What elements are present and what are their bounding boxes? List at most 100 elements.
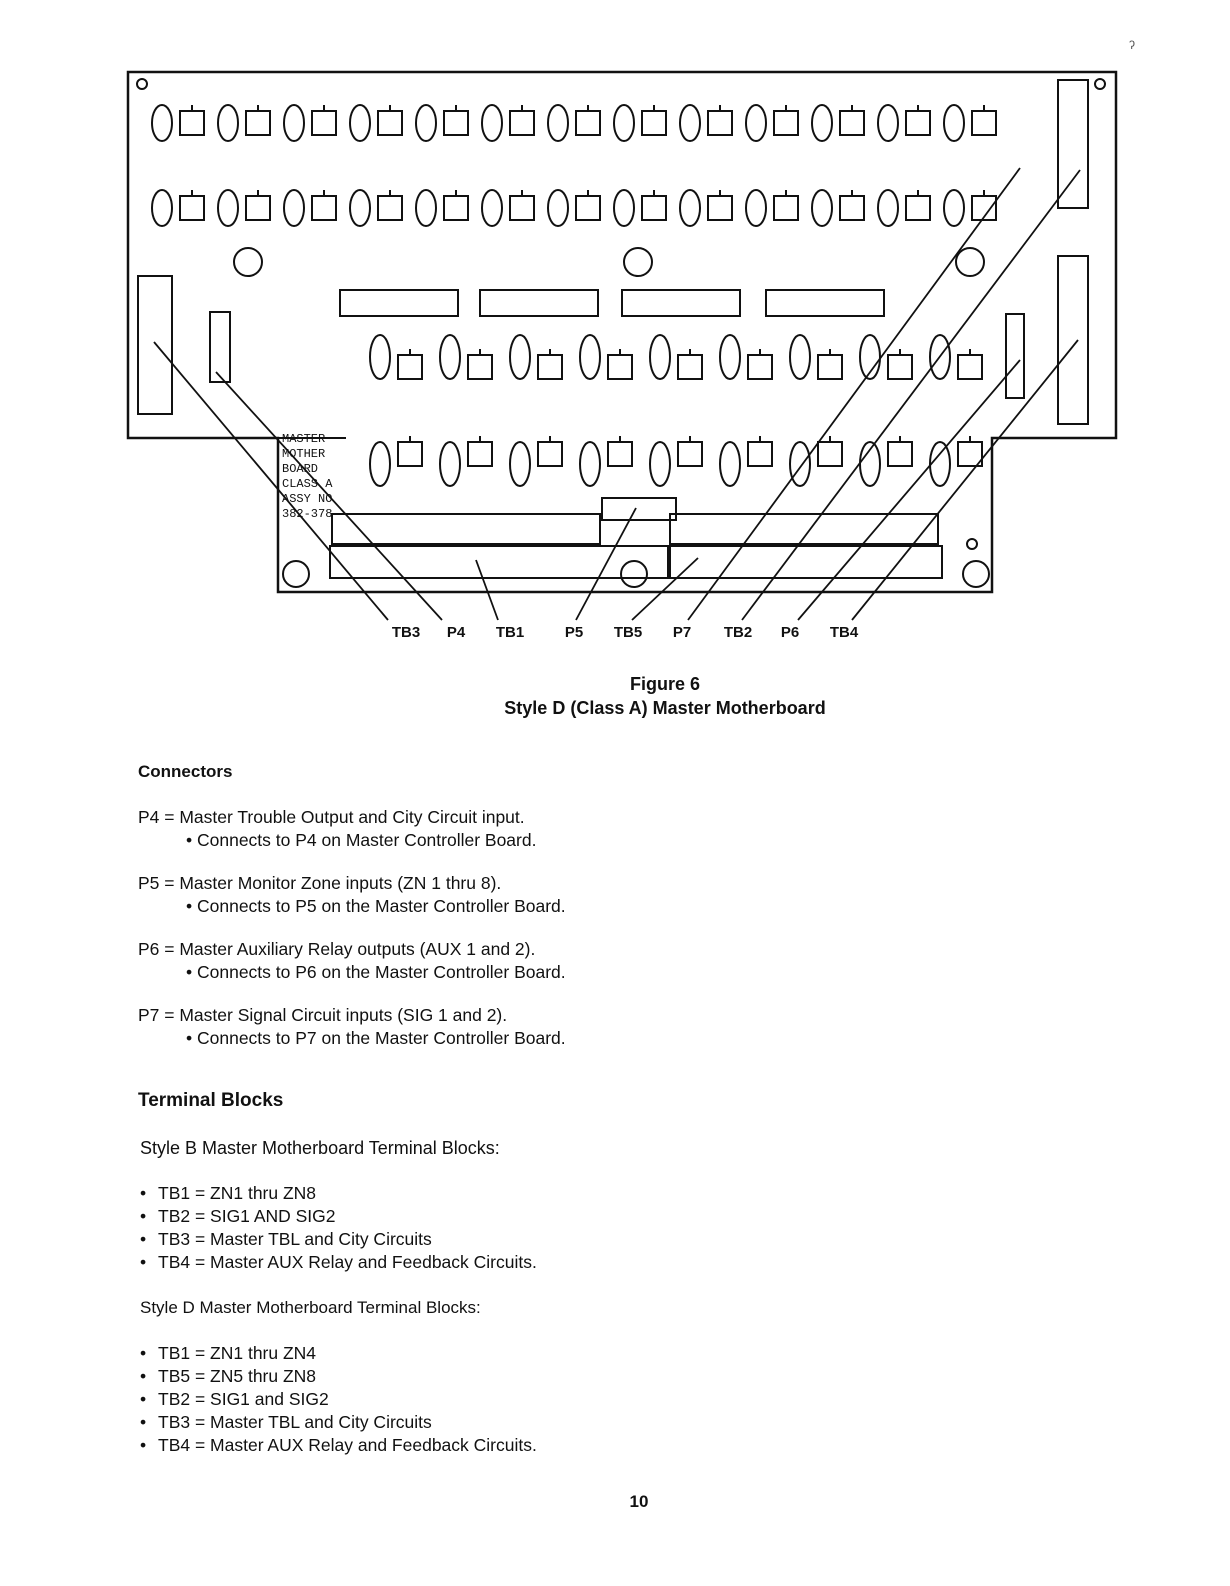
component-oval <box>349 104 371 142</box>
component-square <box>773 195 799 221</box>
terminal-blocks-heading: Terminal Blocks <box>138 1090 284 1111</box>
component-oval <box>283 104 305 142</box>
component-oval <box>151 104 173 142</box>
component-oval <box>649 441 671 487</box>
component-oval <box>719 334 741 380</box>
component-oval <box>349 189 371 227</box>
component-square <box>245 110 271 136</box>
component-oval <box>679 104 701 142</box>
component-oval <box>943 189 965 227</box>
list-item: TB4 = Master AUX Relay and Feedback Circ… <box>140 1434 537 1457</box>
list-item: TB5 = ZN5 thru ZN8 <box>140 1365 537 1388</box>
component-square <box>839 195 865 221</box>
component-oval <box>151 189 173 227</box>
board-label-line: BOARD <box>282 462 318 476</box>
component-oval <box>929 334 951 380</box>
component-oval <box>217 189 239 227</box>
component-oval <box>547 104 569 142</box>
callout-tb4: TB4 <box>829 624 859 641</box>
board-label-line: MASTER <box>282 432 325 446</box>
connector-item: P7 = Master Signal Circuit inputs (SIG 1… <box>138 1004 566 1050</box>
board-label-line: ASSY NO <box>282 492 332 506</box>
component-square <box>575 110 601 136</box>
component-oval <box>859 334 881 380</box>
component-oval <box>481 104 503 142</box>
component-square <box>747 441 773 467</box>
component-square <box>971 110 997 136</box>
style-d-intro: Style D Master Motherboard Terminal Bloc… <box>140 1298 481 1317</box>
connector-item: P5 = Master Monitor Zone inputs (ZN 1 th… <box>138 872 566 918</box>
component-oval <box>877 189 899 227</box>
component-row-middle <box>369 334 983 380</box>
connector-line: P5 = Master Monitor Zone inputs (ZN 1 th… <box>138 873 502 893</box>
component-oval <box>943 104 965 142</box>
connector-line: P4 = Master Trouble Output and City Circ… <box>138 807 525 827</box>
connector-sub: • Connects to P6 on the Master Controlle… <box>186 962 566 982</box>
component-square <box>397 354 423 380</box>
connector-line: P6 = Master Auxiliary Relay outputs (AUX… <box>138 939 536 959</box>
figure-number: Figure 6 <box>629 674 700 694</box>
component-oval <box>789 441 811 487</box>
component-square <box>641 195 667 221</box>
list-item: TB2 = SIG1 AND SIG2 <box>140 1205 537 1228</box>
component-oval <box>369 441 391 487</box>
component-square <box>607 441 633 467</box>
component-row-top <box>151 104 997 142</box>
callout-tb1: TB1 <box>495 624 525 641</box>
callout-p7: P7 <box>672 624 692 641</box>
component-square <box>377 110 403 136</box>
component-square <box>575 195 601 221</box>
component-square <box>509 110 535 136</box>
component-square <box>443 110 469 136</box>
component-square <box>641 110 667 136</box>
component-oval <box>649 334 671 380</box>
component-square <box>707 195 733 221</box>
component-square <box>773 110 799 136</box>
component-oval <box>509 334 531 380</box>
board-label-line: 382-378 <box>282 507 332 521</box>
component-oval <box>369 334 391 380</box>
page-number: 10 <box>629 1492 649 1511</box>
callout-p4: P4 <box>446 624 466 641</box>
component-oval <box>789 334 811 380</box>
list-item: TB3 = Master TBL and City Circuits <box>140 1228 537 1251</box>
list-item: TB1 = ZN1 thru ZN8 <box>140 1182 537 1205</box>
component-square <box>537 354 563 380</box>
callout-tb3: TB3 <box>391 624 421 641</box>
component-square <box>311 110 337 136</box>
component-square <box>817 354 843 380</box>
style-b-intro: Style B Master Motherboard Terminal Bloc… <box>140 1138 500 1158</box>
list-item: TB3 = Master TBL and City Circuits <box>140 1411 537 1434</box>
component-row-second <box>151 189 997 227</box>
component-square <box>397 441 423 467</box>
style-d-list: TB1 = ZN1 thru ZN4 TB5 = ZN5 thru ZN8 TB… <box>140 1342 537 1457</box>
component-oval <box>415 189 437 227</box>
board-label-line: CLASS A <box>282 477 333 491</box>
scan-mark: ʔ <box>1129 38 1135 52</box>
list-item: TB4 = Master AUX Relay and Feedback Circ… <box>140 1251 537 1274</box>
callout-p6: P6 <box>780 624 800 641</box>
component-square <box>677 354 703 380</box>
component-square <box>537 441 563 467</box>
list-item: TB1 = ZN1 thru ZN4 <box>140 1342 537 1365</box>
style-b-list: TB1 = ZN1 thru ZN8 TB2 = SIG1 AND SIG2 T… <box>140 1182 537 1274</box>
component-oval <box>415 104 437 142</box>
connector-item: P4 = Master Trouble Output and City Circ… <box>138 806 536 852</box>
component-oval <box>283 189 305 227</box>
connector-item: P6 = Master Auxiliary Relay outputs (AUX… <box>138 938 566 984</box>
component-square <box>747 354 773 380</box>
connector-sub: • Connects to P4 on Master Controller Bo… <box>186 830 537 850</box>
component-square <box>887 354 913 380</box>
component-square <box>707 110 733 136</box>
connector-line: P7 = Master Signal Circuit inputs (SIG 1… <box>138 1005 508 1025</box>
component-oval <box>439 334 461 380</box>
component-oval <box>481 189 503 227</box>
component-oval <box>613 189 635 227</box>
component-square <box>509 195 535 221</box>
component-oval <box>877 104 899 142</box>
component-square <box>467 354 493 380</box>
component-square <box>817 441 843 467</box>
component-oval <box>745 189 767 227</box>
